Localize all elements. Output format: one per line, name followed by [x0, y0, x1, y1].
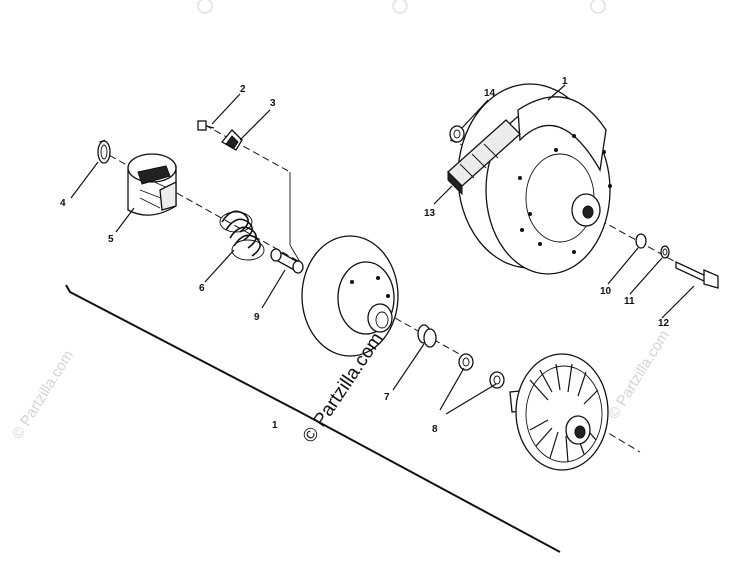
spider-part-5 — [127, 153, 177, 216]
callout-4: 4 — [60, 198, 66, 209]
bolt-part-12 — [675, 260, 719, 289]
corner-watermark-marks — [197, 0, 606, 14]
base-leader-line — [65, 284, 561, 553]
snap-ring-part-4 — [97, 139, 111, 164]
leader-lines — [70, 84, 695, 415]
callout-1-bottom: 1 — [272, 420, 278, 431]
callout-2: 2 — [240, 84, 246, 95]
watermark-left: © Partzilla.com — [9, 347, 77, 442]
clutch-housing-part-1 — [457, 83, 612, 275]
movable-sheave — [301, 235, 399, 357]
watermark-right: © Partzilla.com — [605, 327, 673, 422]
callout-9: 9 — [254, 312, 260, 323]
callout-3: 3 — [270, 98, 276, 109]
callout-1-top: 1 — [562, 76, 568, 87]
washers-part-8 — [458, 353, 505, 389]
roller-part-3 — [221, 129, 243, 151]
belt-part-13 — [447, 119, 521, 196]
callout-6: 6 — [199, 283, 205, 294]
callout-12: 12 — [658, 318, 670, 329]
fixed-sheave — [509, 353, 609, 471]
callout-5: 5 — [108, 234, 114, 245]
callout-7: 7 — [384, 392, 390, 403]
callout-10: 10 — [600, 286, 612, 297]
callout-13: 13 — [424, 208, 436, 219]
callout-11: 11 — [624, 296, 635, 307]
washer-part-11 — [660, 245, 670, 259]
spring-part-6 — [219, 210, 265, 261]
callout-14: 14 — [484, 88, 496, 99]
bolt-part-2 — [197, 120, 215, 131]
washer-part-10 — [635, 233, 647, 249]
washer-part-14 — [449, 125, 465, 143]
spacer-part-7 — [417, 324, 437, 348]
callout-8: 8 — [432, 424, 438, 435]
bushing-part-9 — [270, 248, 304, 274]
